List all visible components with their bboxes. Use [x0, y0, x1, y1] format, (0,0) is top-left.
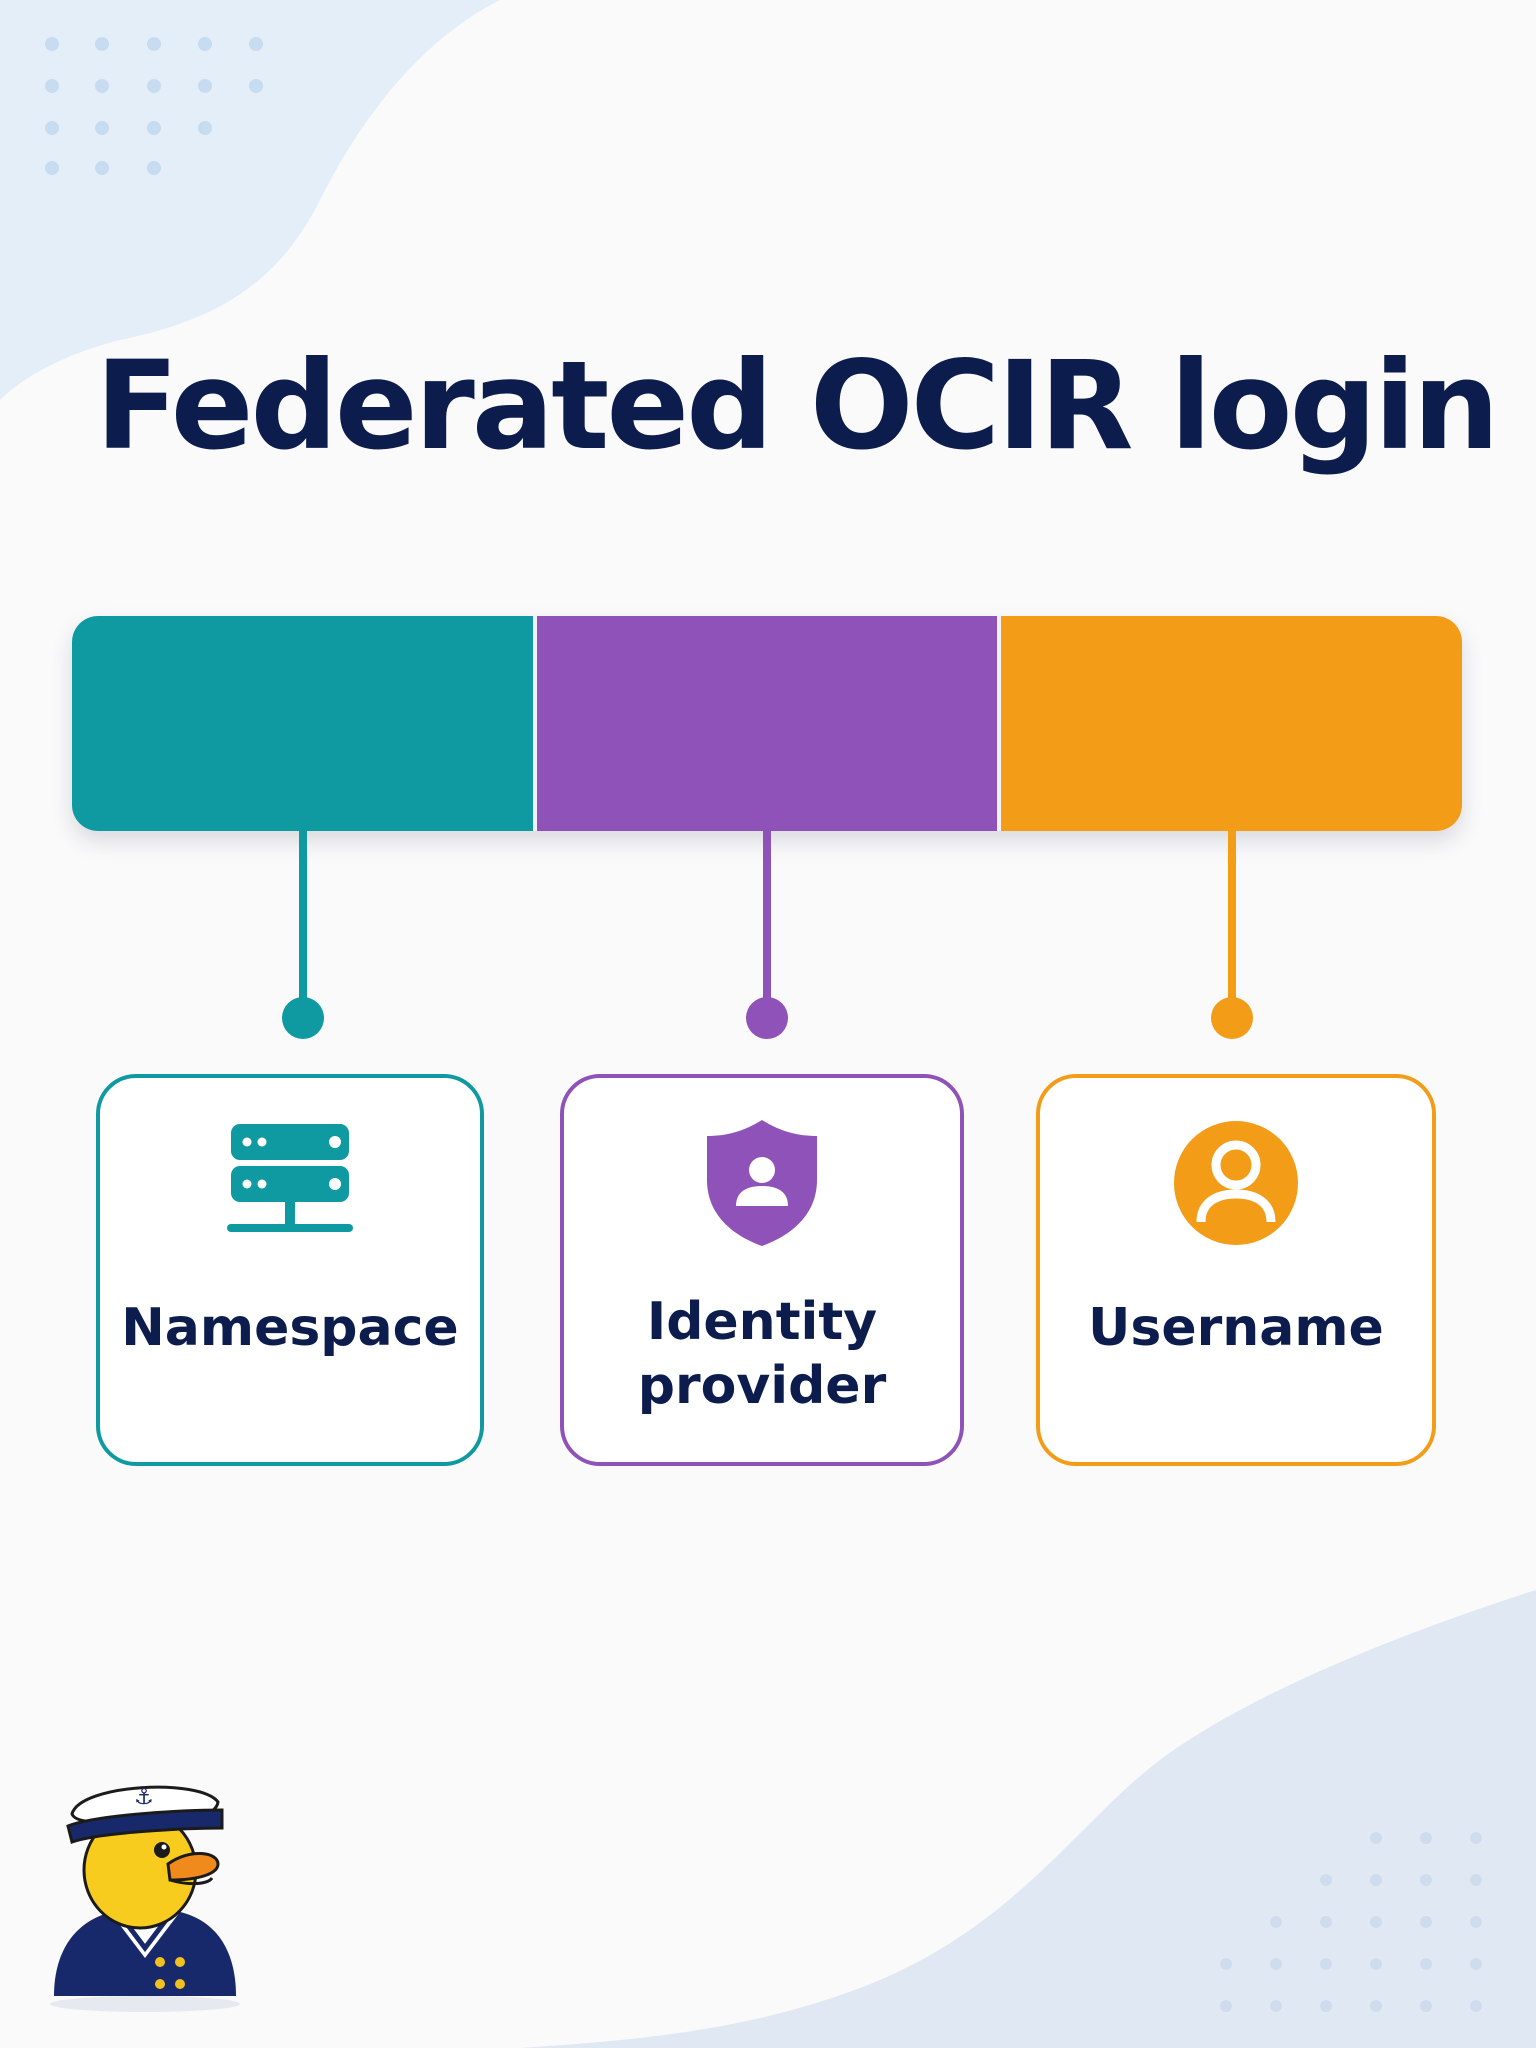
connector-dot-namespace [282, 997, 324, 1039]
user-circle-icon [1174, 1121, 1298, 1245]
card-identity-provider: Identity provider [560, 1074, 964, 1466]
card-label-identity-provider: Identity provider [637, 1292, 887, 1416]
connector-dot-identity-provider [746, 997, 788, 1039]
bottom-right-dots [1220, 1832, 1482, 2012]
server-icon [227, 1124, 353, 1232]
top-left-blob [0, 0, 500, 400]
card-namespace: Namespace [96, 1074, 484, 1466]
top-left-dots [45, 37, 263, 175]
shield-user-icon [707, 1120, 817, 1246]
sailor-duck-mascot: ⚓ [50, 1785, 240, 2012]
page-title: Federated OCIR login [95, 335, 1499, 477]
segment-username [997, 616, 1462, 831]
card-label-namespace: Namespace [121, 1298, 459, 1358]
svg-text:⚓: ⚓ [134, 1785, 154, 1810]
segment-namespace [72, 616, 533, 831]
connector-line-username [1228, 826, 1236, 1016]
bottom-right-blob [520, 1590, 1536, 2048]
card-username: Username [1036, 1074, 1436, 1466]
connector-line-identity-provider [763, 826, 771, 1016]
card-label-username: Username [1088, 1298, 1384, 1358]
segment-identity-provider [532, 616, 998, 831]
segmented-bar [72, 616, 1462, 831]
connector-dot-username [1211, 997, 1253, 1039]
connector-line-namespace [299, 826, 307, 1016]
